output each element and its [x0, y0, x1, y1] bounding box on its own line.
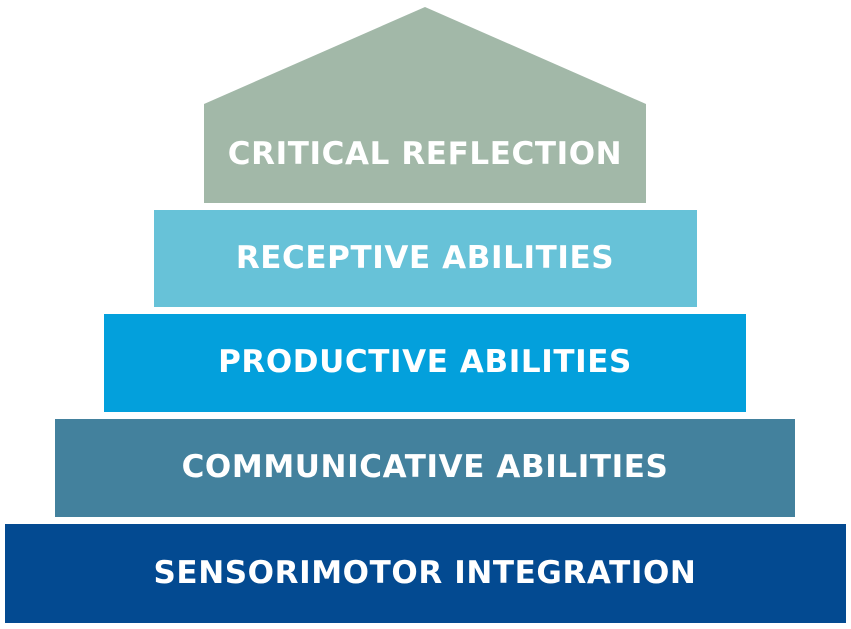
layer-label: RECEPTIVE ABILITIES [236, 240, 614, 276]
layer-productive-abilities: PRODUCTIVE ABILITIES [104, 314, 746, 412]
layer-receptive-abilities: RECEPTIVE ABILITIES [154, 210, 697, 307]
layer-sensorimotor-integration: SENSORIMOTOR INTEGRATION [5, 524, 846, 623]
layer-block [5, 524, 846, 623]
layer-critical-reflection: CRITICAL REFLECTION [204, 7, 646, 203]
layer-label: CRITICAL REFLECTION [228, 136, 622, 172]
layer-label: PRODUCTIVE ABILITIES [218, 344, 632, 380]
layer-label: COMMUNICATIVE ABILITIES [182, 449, 669, 485]
roof-shape [204, 7, 646, 203]
layer-block [55, 419, 795, 517]
layer-label: SENSORIMOTOR INTEGRATION [154, 555, 697, 591]
layer-communicative-abilities: COMMUNICATIVE ABILITIES [55, 419, 795, 517]
layer-block [104, 314, 746, 412]
layer-block [154, 210, 697, 307]
